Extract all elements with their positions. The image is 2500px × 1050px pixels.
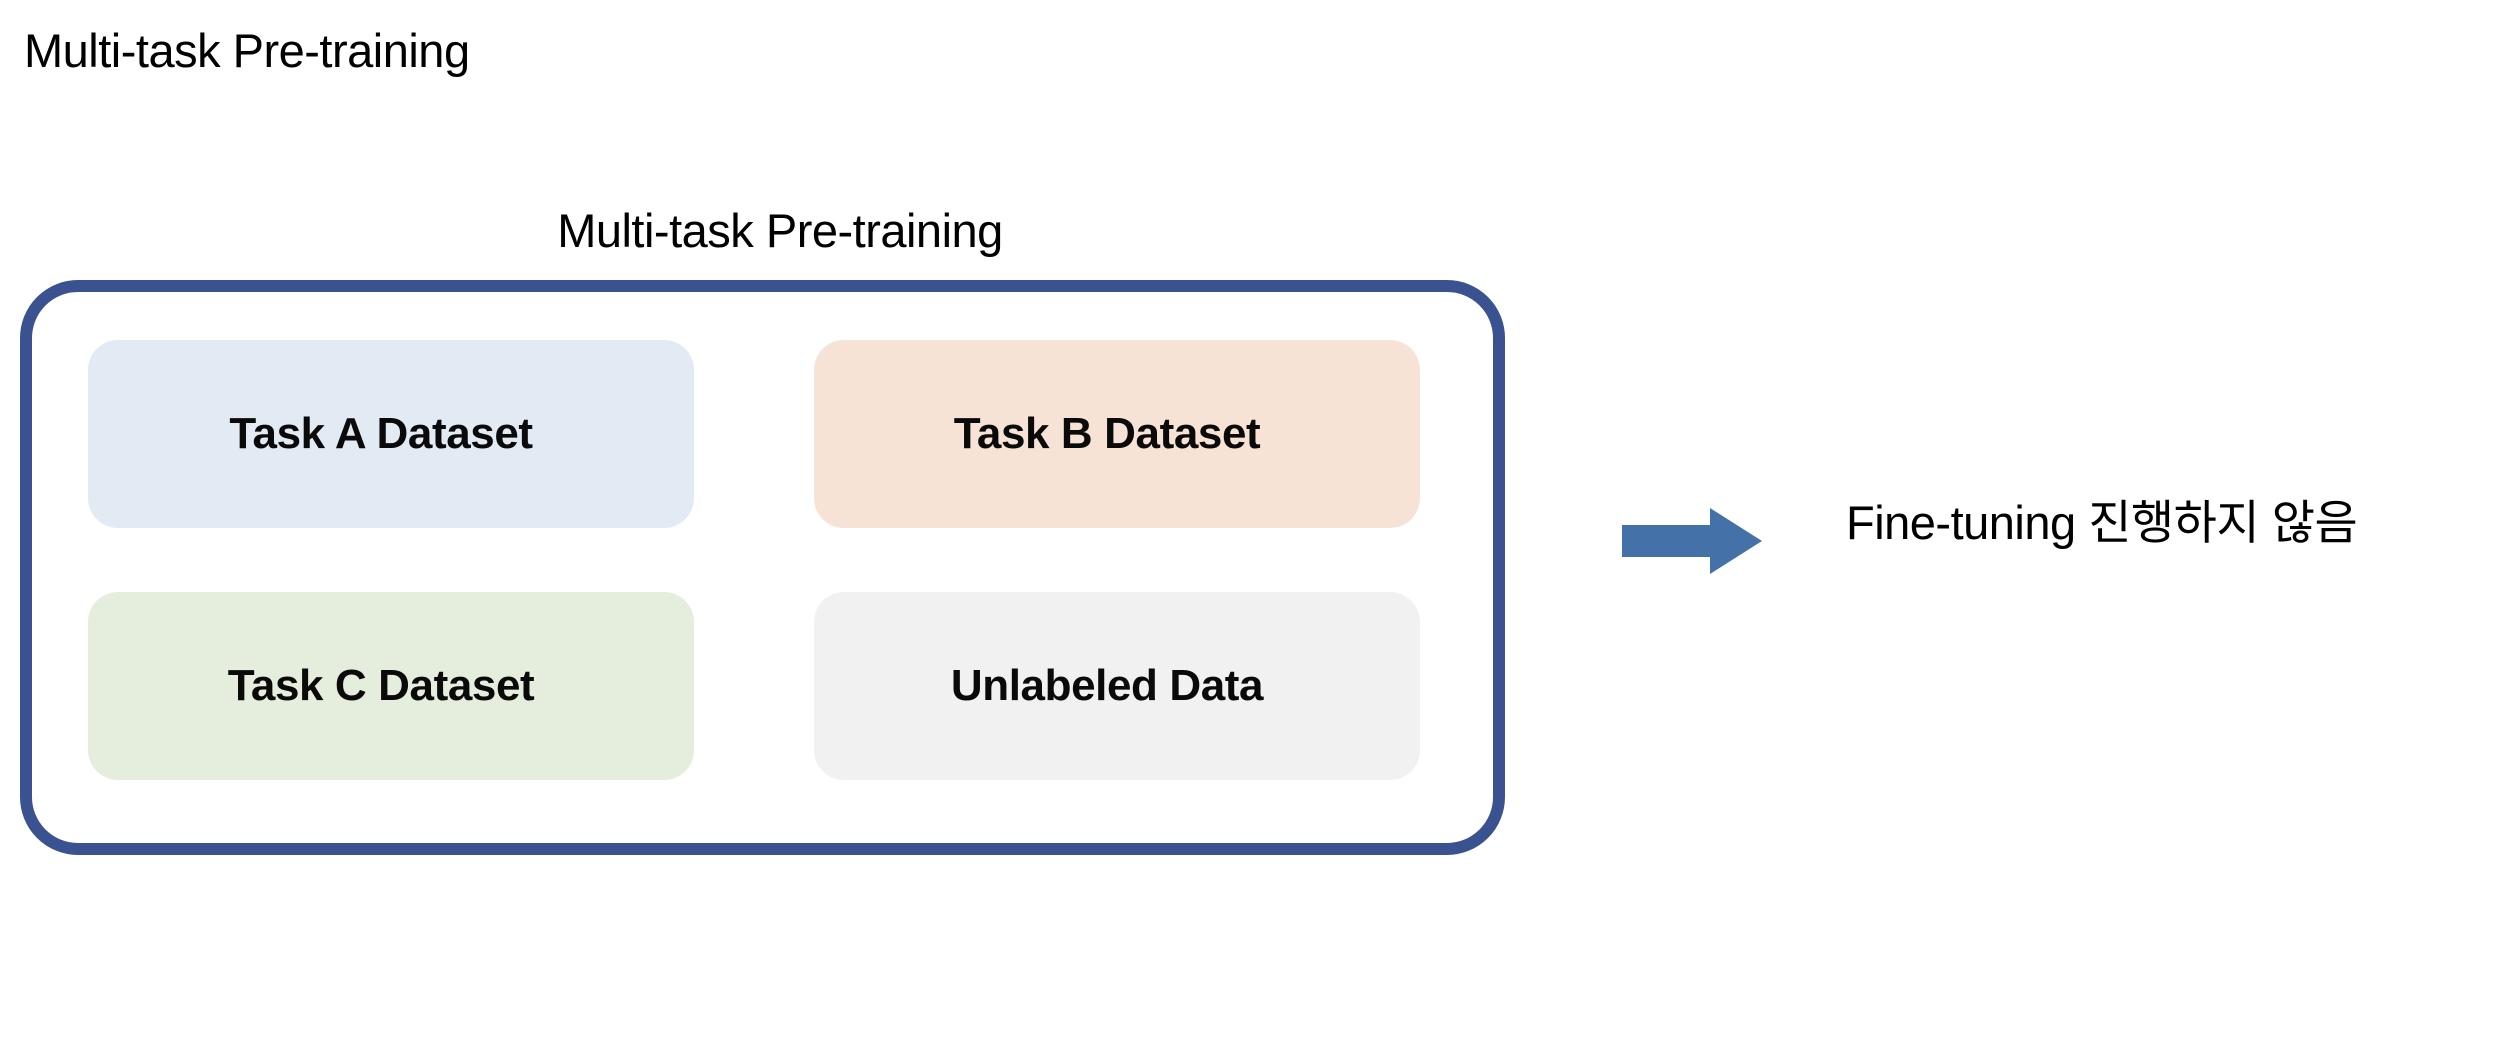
task-a-dataset-label: Task A Dataset [229, 409, 533, 458]
task-a-dataset-card[interactable]: Task A Dataset [88, 340, 694, 528]
task-b-dataset-label: Task B Dataset [953, 409, 1261, 458]
slide-heading: Multi-task Pre-training [24, 24, 470, 77]
right-arrow-icon [1622, 508, 1762, 574]
pretraining-container-box [20, 280, 1505, 855]
dataset-card-grid: Task A Dataset Task B Dataset Task C Dat… [88, 340, 1420, 780]
outcome-text: Fine-tuning 진행하지 않음 [1846, 496, 2358, 549]
diagram-group-title: Multi-task Pre-training [557, 204, 1003, 257]
task-c-dataset-label: Task C Dataset [227, 661, 535, 710]
unlabeled-data-label: Unlabeled Data [950, 661, 1264, 710]
task-c-dataset-card[interactable]: Task C Dataset [88, 592, 694, 780]
unlabeled-data-card[interactable]: Unlabeled Data [814, 592, 1420, 780]
task-b-dataset-card[interactable]: Task B Dataset [814, 340, 1420, 528]
multi-task-pretraining-diagram: Multi-task Pre-training Task A Dataset T… [0, 190, 1560, 890]
